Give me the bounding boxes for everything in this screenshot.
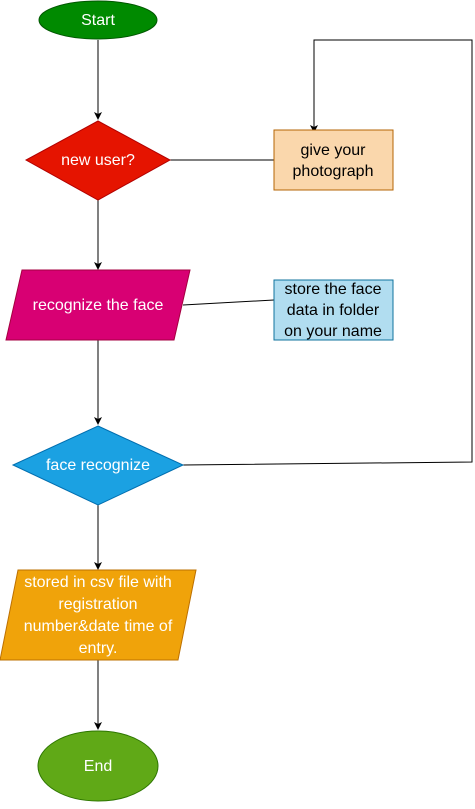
give-photo-line-2: photograph bbox=[293, 163, 374, 180]
stored-csv-line-4: entry. bbox=[79, 640, 118, 657]
start-node[interactable]: Start bbox=[38, 0, 158, 40]
loop-face-recognize-to-give-photo bbox=[182, 39, 473, 466]
recognize-face-io[interactable]: recognize the face bbox=[5, 269, 191, 341]
start-ellipse bbox=[38, 0, 158, 40]
store-face-box bbox=[273, 279, 394, 341]
face-recognize-decision[interactable]: face recognize bbox=[11, 425, 185, 506]
store-face-line-2: data in folder bbox=[287, 302, 380, 319]
start-label: Start bbox=[81, 12, 115, 29]
store-face-line-3: on your name bbox=[284, 323, 382, 340]
recognize-face-parallelogram bbox=[5, 269, 191, 341]
stored-csv-line-3: number&date time of bbox=[24, 618, 173, 635]
recognize-face-label: recognize the face bbox=[33, 297, 164, 314]
store-face-process[interactable]: store the face data in folder on your na… bbox=[273, 279, 394, 341]
store-face-line-1: store the face bbox=[285, 281, 382, 298]
stored-csv-io[interactable]: stored in csv file with registration num… bbox=[0, 569, 197, 661]
end-ellipse bbox=[37, 730, 159, 802]
line-recognize-to-store-face bbox=[182, 299, 275, 306]
face-recognize-diamond bbox=[11, 425, 185, 506]
give-photo-line-1: give your bbox=[301, 142, 367, 159]
new-user-decision[interactable]: new user? bbox=[24, 120, 172, 201]
face-recognize-label: face recognize bbox=[46, 457, 150, 474]
give-photo-process[interactable]: give your photograph bbox=[273, 129, 394, 191]
stored-csv-parallelogram bbox=[0, 569, 197, 661]
end-label: End bbox=[84, 758, 112, 775]
new-user-diamond bbox=[24, 120, 172, 201]
new-user-label: new user? bbox=[61, 152, 135, 169]
give-photo-box bbox=[273, 129, 394, 191]
stored-csv-line-1: stored in csv file with bbox=[24, 574, 172, 591]
stored-csv-line-2: registration bbox=[58, 596, 137, 613]
end-node[interactable]: End bbox=[37, 730, 159, 802]
connectors bbox=[94, 39, 473, 730]
